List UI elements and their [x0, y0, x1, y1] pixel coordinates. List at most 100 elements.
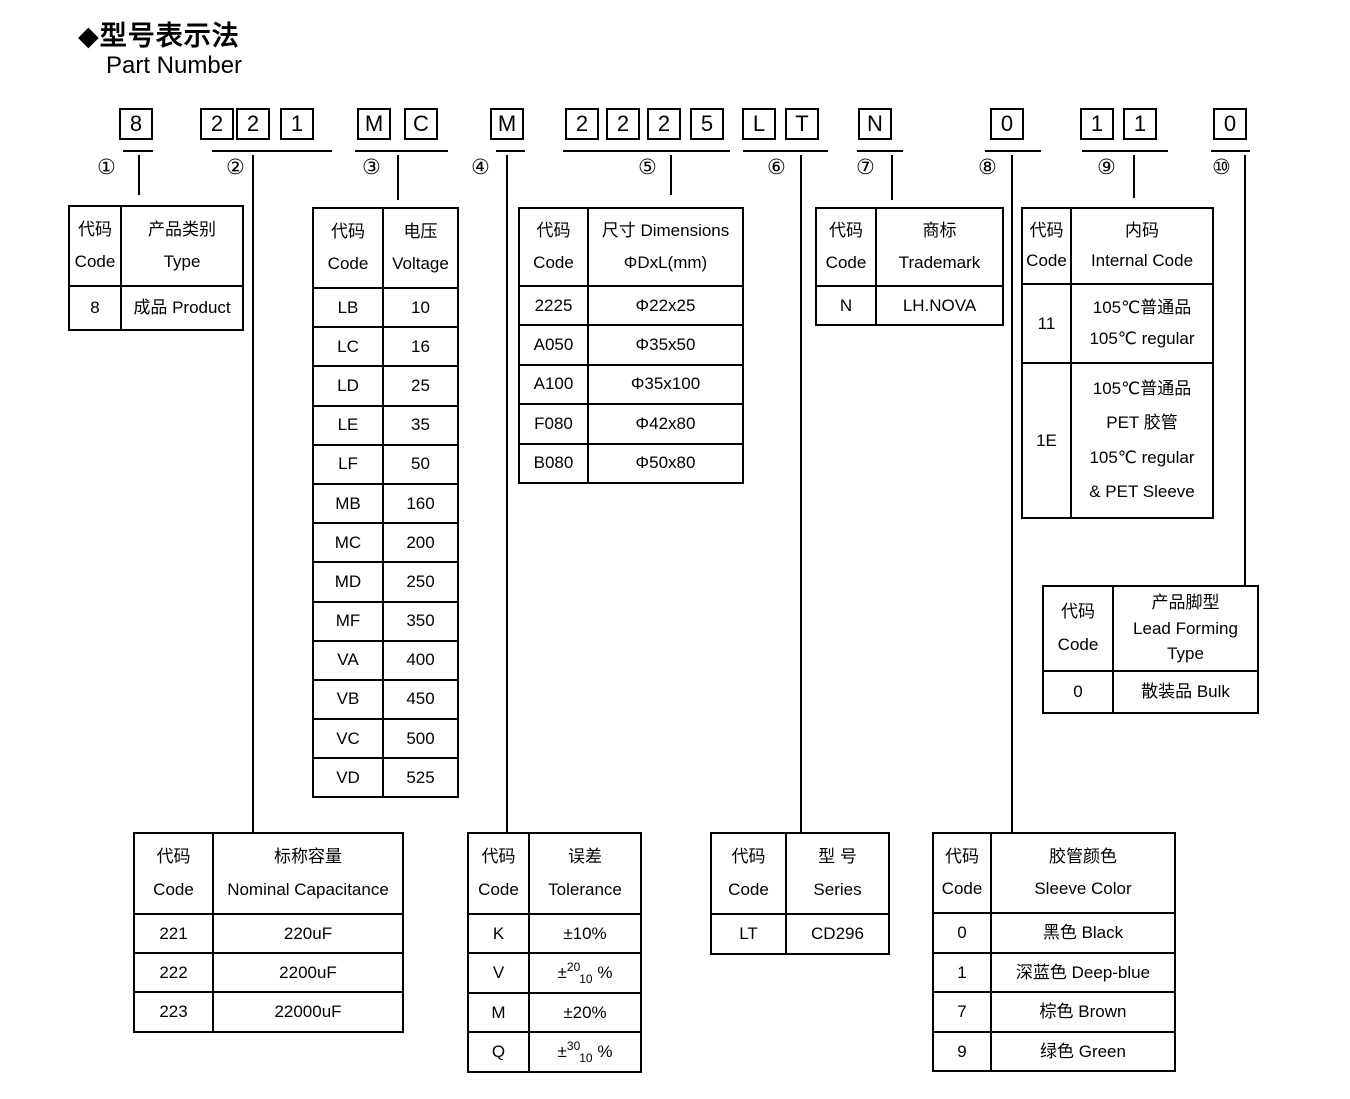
table-row: A100 Φ35x100 — [520, 363, 742, 404]
page-title-en: Part Number — [106, 52, 243, 79]
connector-vline — [800, 155, 802, 833]
part-number-box: 2 — [565, 108, 599, 140]
code-cell: N — [817, 287, 877, 324]
code-cell: 0 — [934, 914, 992, 952]
header-line: 代码 — [78, 220, 112, 239]
code-cell: A100 — [520, 365, 589, 404]
value-cell: 10 — [411, 297, 430, 317]
header-line: 代码 — [536, 221, 571, 241]
code-cell: 221 — [135, 915, 214, 952]
underline — [355, 150, 448, 152]
header-line: 型 号 — [818, 847, 857, 867]
part-number-box: T — [785, 108, 819, 140]
value-cell: 22000uF — [274, 1002, 342, 1021]
sequence-marker: ⑩ — [1212, 156, 1231, 179]
part-number-box: 2 — [606, 108, 640, 140]
table-row: V±2010 % — [469, 952, 640, 992]
header-line: 产品脚型 — [1151, 593, 1220, 613]
code-cell: A050 — [520, 326, 589, 364]
value-cell: 深蓝色 Deep-blue — [1015, 962, 1151, 982]
value-cell: 200 — [406, 532, 435, 552]
sequence-marker: ③ — [362, 156, 381, 179]
code-cell: K — [469, 915, 530, 952]
header-line: Code — [478, 879, 519, 899]
sequence-marker: ⑤ — [638, 156, 657, 179]
part-number-box: M — [490, 108, 524, 140]
code-cell: VA — [314, 641, 384, 679]
value-cell: 黑色 Black — [1042, 923, 1124, 942]
value-cell: Φ35x50 — [635, 335, 696, 355]
part-number-box: 8 — [119, 108, 153, 140]
header-line: 电压 — [403, 222, 438, 241]
code-cell: 222 — [135, 954, 214, 991]
code-cell: LD — [314, 367, 384, 405]
part-number-box: 2 — [236, 108, 270, 140]
header-line: 代码 — [1029, 220, 1064, 240]
code-cell: Q — [469, 1033, 530, 1071]
code-cell: 223 — [135, 993, 214, 1031]
underline — [563, 150, 730, 152]
sequence-marker: ② — [226, 156, 245, 179]
value-cell: 160 — [406, 493, 435, 513]
value-cell: Φ35x100 — [630, 374, 701, 394]
underline — [212, 150, 332, 152]
header-line: Internal Code — [1090, 251, 1194, 271]
table-row: A050 Φ35x50 — [520, 324, 742, 364]
header-line: 商标 — [922, 221, 957, 241]
header-line: Code — [153, 879, 194, 899]
code-cell: LT — [712, 915, 787, 953]
part-number-box: C — [404, 108, 438, 140]
part-number-box: N — [858, 108, 892, 140]
header-line: Code — [533, 252, 574, 272]
header-line: Code — [825, 252, 867, 272]
header-line: 代码 — [331, 222, 365, 241]
value-cell: Φ22x25 — [635, 295, 696, 315]
sequence-marker: ① — [97, 156, 116, 179]
table-row: 223 22000uF — [135, 991, 402, 1031]
value-cell: 棕色 Brown — [1039, 1002, 1127, 1021]
part-number-box: L — [742, 108, 776, 140]
value-cell: 500 — [406, 728, 435, 748]
underline — [1211, 150, 1250, 152]
code-cell: M — [469, 994, 530, 1031]
underline — [743, 150, 828, 152]
table-row: LB 10 — [314, 287, 457, 327]
value-cell: 绿色 Green — [1040, 1041, 1126, 1061]
header-line: Trademark — [898, 252, 981, 272]
header-line: 胶管颜色 — [1049, 847, 1117, 866]
code-cell: 0 — [1044, 672, 1114, 712]
code-cell: LB — [314, 289, 384, 327]
plus-minus: ± — [557, 1041, 567, 1061]
code-cell: B080 — [520, 444, 589, 482]
header-line: 标称容量 — [274, 847, 342, 867]
header-line: Lead Forming — [1133, 618, 1238, 638]
header-line: Code — [941, 879, 983, 898]
